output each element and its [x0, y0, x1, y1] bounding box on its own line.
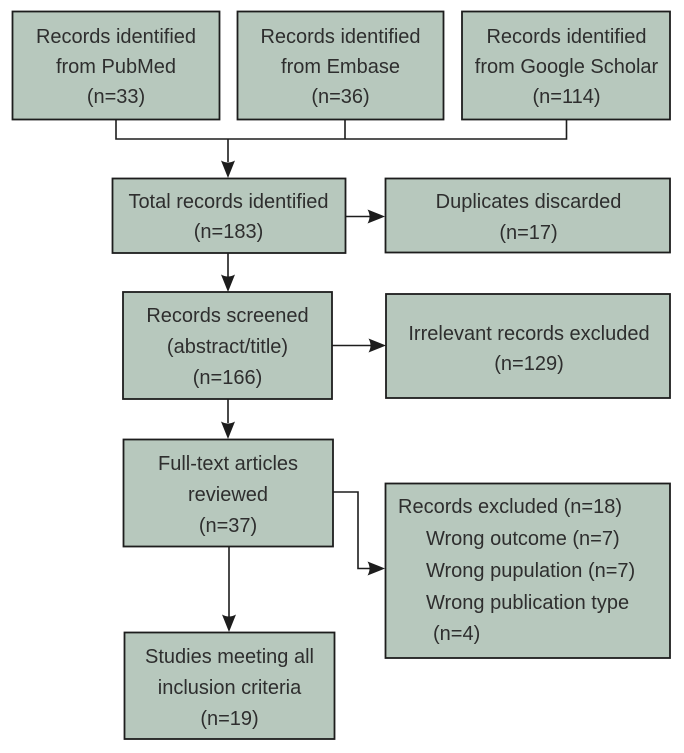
svg-text:inclusion criteria: inclusion criteria [158, 677, 302, 699]
svg-text:(n=19): (n=19) [200, 708, 258, 730]
svg-text:(n=166): (n=166) [193, 367, 263, 389]
svg-text:(n=17): (n=17) [499, 222, 557, 244]
svg-text:from Google Scholar: from Google Scholar [475, 56, 659, 78]
svg-text:Duplicates discarded: Duplicates discarded [436, 191, 622, 213]
svg-text:Full-text articles: Full-text articles [158, 453, 298, 475]
svg-text:Records identified: Records identified [260, 26, 420, 48]
svg-text:Records identified: Records identified [486, 26, 646, 48]
svg-text:(n=36): (n=36) [311, 86, 369, 108]
svg-text:Wrong outcome (n=7): Wrong outcome (n=7) [426, 528, 620, 550]
svg-text:Records excluded (n=18): Records excluded (n=18) [398, 496, 622, 518]
svg-text:Wrong pupulation (n=7): Wrong pupulation (n=7) [426, 560, 635, 582]
svg-text:(n=129): (n=129) [494, 353, 564, 375]
svg-text:Records identified: Records identified [36, 26, 196, 48]
svg-text:(abstract/title): (abstract/title) [167, 336, 288, 358]
svg-text:(n=114): (n=114) [532, 86, 600, 108]
svg-text:from PubMed: from PubMed [56, 56, 176, 78]
svg-text:Wrong publication type: Wrong publication type [426, 592, 629, 614]
svg-text:Studies meeting all: Studies meeting all [145, 646, 314, 668]
svg-text:(n=183): (n=183) [194, 221, 264, 243]
svg-text:(n=33): (n=33) [87, 86, 145, 108]
svg-text:Total records identified: Total records identified [128, 191, 328, 213]
svg-text:from Embase: from Embase [281, 56, 400, 78]
svg-text:Records screened: Records screened [146, 305, 308, 327]
svg-text:(n=37): (n=37) [199, 515, 257, 537]
svg-text:Irrelevant records excluded: Irrelevant records excluded [408, 323, 649, 345]
svg-text:(n=4): (n=4) [433, 623, 480, 645]
svg-text:reviewed: reviewed [188, 484, 268, 506]
